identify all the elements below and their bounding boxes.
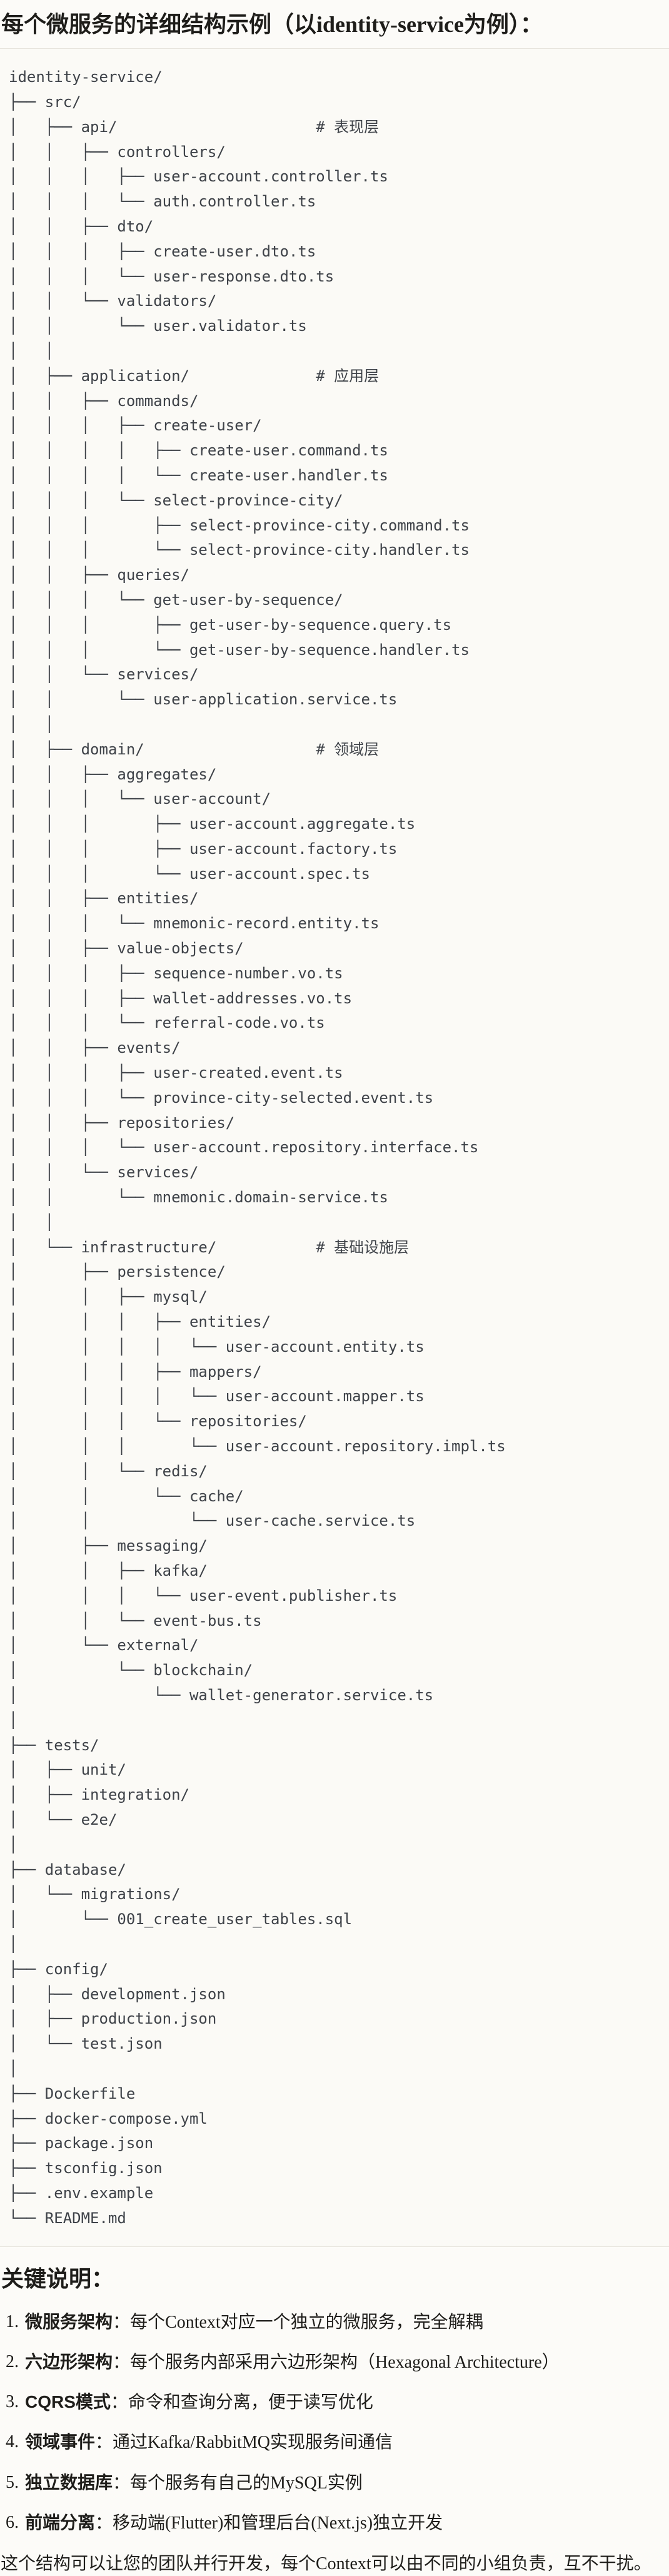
note-item-5: 5. 独立数据库：每个服务有自己的MySQL实例 — [0, 2470, 669, 2495]
note-number: 6. — [6, 2512, 19, 2532]
note-label: 六边形架构 — [25, 2352, 113, 2372]
note-number: 4. — [6, 2432, 19, 2452]
note-text: ：通过Kafka/RabbitMQ实现服务间通信 — [95, 2433, 393, 2453]
note-label: 独立数据库 — [25, 2472, 113, 2492]
note-label: 微服务架构 — [25, 2311, 113, 2331]
note-label: 领域事件 — [25, 2432, 96, 2452]
note-label: CQRS模式 — [25, 2392, 111, 2412]
note-number: 5. — [6, 2472, 19, 2492]
note-number: 2. — [6, 2352, 19, 2372]
note-text: ：每个Context对应一个独立的微服务，完全解耦 — [113, 2312, 483, 2332]
note-text: ：命令和查询分离，便于读写优化 — [110, 2393, 373, 2413]
note-number: 1. — [6, 2311, 19, 2331]
note-item-6: 6. 前端分离：移动端(Flutter)和管理后台(Next.js)独立开发 — [0, 2510, 669, 2535]
notes-list: 1. 微服务架构：每个Context对应一个独立的微服务，完全解耦 2. 六边形… — [0, 2310, 669, 2535]
code-block: identity-service/ ├── src/ │ ├── api/ # … — [0, 48, 669, 2247]
note-text: ：移动端(Flutter)和管理后台(Next.js)独立开发 — [95, 2513, 443, 2533]
note-number: 3. — [6, 2392, 19, 2412]
notes-heading: 关键说明： — [1, 2266, 114, 2291]
directory-tree: identity-service/ ├── src/ │ ├── api/ # … — [9, 68, 506, 2227]
closing-paragraph: 这个结构可以让您的团队并行开发，每个Context可以由不同的小组负责，互不干扰… — [1, 2554, 651, 2574]
page-title: 每个微服务的详细结构示例（以identity-service为例）： — [1, 12, 543, 37]
note-label: 前端分离 — [25, 2512, 96, 2532]
note-item-4: 4. 领域事件：通过Kafka/RabbitMQ实现服务间通信 — [0, 2430, 669, 2455]
note-text: ：每个服务有自己的MySQL实例 — [113, 2473, 363, 2493]
note-text: ：每个服务内部采用六边形架构（Hexagonal Architecture） — [113, 2353, 560, 2373]
note-item-1: 1. 微服务架构：每个Context对应一个独立的微服务，完全解耦 — [0, 2310, 669, 2335]
note-item-3: 3. CQRS模式：命令和查询分离，便于读写优化 — [0, 2390, 669, 2415]
note-item-2: 2. 六边形架构：每个服务内部采用六边形架构（Hexagonal Archite… — [0, 2350, 669, 2375]
